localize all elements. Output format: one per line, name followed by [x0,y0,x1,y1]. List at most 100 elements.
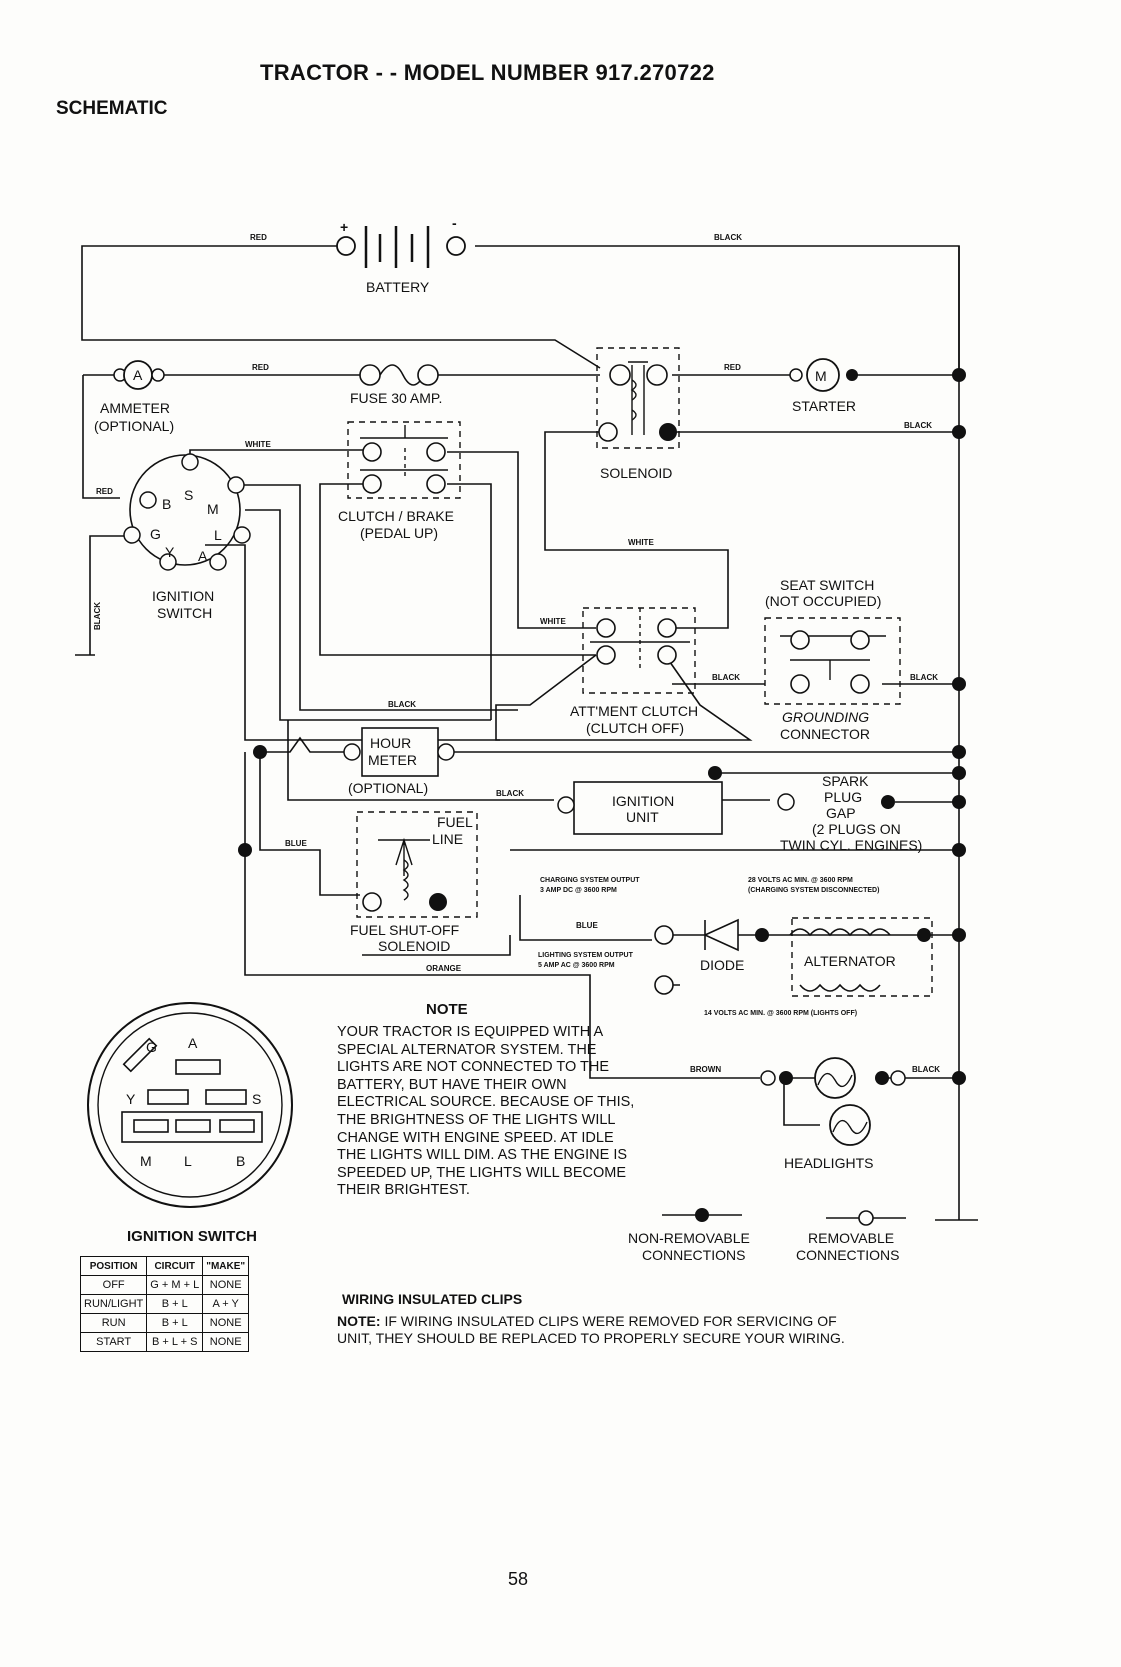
wire-headlight-lower [783,1078,820,1126]
wire-solenoid-white [544,431,729,629]
wire-label-black-attment: BLACK [712,673,740,682]
face-terminal-m: M [140,1153,152,1169]
volts28-label: 28 VOLTS AC MIN. @ 3600 RPM [748,877,853,884]
hour-meter-label-2: METER [368,752,417,768]
non-removable-label: NON-REMOVABLE [628,1230,750,1246]
table-cell: B + L [146,1313,204,1333]
face-terminal-y: Y [126,1091,136,1107]
starter: M STARTER [789,358,858,414]
ignition-switch-face: G A Y S M L B [87,1002,293,1208]
wire-label-black-m: BLACK [388,700,416,709]
volts14-label: 14 VOLTS AC MIN. @ 3600 RPM (LIGHTS OFF) [704,1010,857,1017]
table-row: START B + L + S NONE [79,1332,250,1352]
battery-symbol: + - BATTERY [336,215,466,295]
clutch-brake-sub: (PEDAL UP) [360,525,438,541]
wire-label-white-attment: WHITE [540,617,566,626]
ammeter: A AMMETER (OPTIONAL) [94,360,174,434]
fuel-solenoid-sub: SOLENOID [378,938,450,954]
face-terminal-a: A [188,1035,198,1051]
table-row: OFF G + M + L NONE [79,1275,250,1295]
wire-clutch-lower [447,483,492,720]
alternator: ALTERNATOR [789,917,933,997]
wire-clutch-attment [447,451,596,629]
headlights-label: HEADLIGHTS [784,1155,873,1171]
ignition-switch-label-2: SWITCH [157,605,212,621]
table-header: POSITION [79,1256,148,1276]
solenoid-label: SOLENOID [600,465,672,481]
wire-label-orange: ORANGE [426,964,462,973]
ignition-switch-table: POSITION CIRCUIT "MAKE" OFF G + M + L NO… [79,1256,250,1352]
wire-attment-loop [495,654,753,741]
terminal-b: B [162,496,171,512]
wire-label-black-solenoid: BLACK [904,421,932,430]
terminal-a: A [198,548,208,564]
fuel-shutoff-solenoid: FUEL LINE FUEL SHUT-OFF SOLENOID [350,811,478,954]
table-header: CIRCUIT [146,1256,204,1276]
wire-label-black-ground: BLACK [910,673,938,682]
spark-label-2: PLUG [824,789,862,805]
page-number: 58 [508,1569,529,1589]
terminal-g: G [150,526,161,542]
clips-note-label: NOTE: [337,1313,381,1329]
table-header: "MAKE" [202,1256,250,1276]
table-cell: START [79,1332,148,1352]
clips-heading: WIRING INSULATED CLIPS [342,1291,523,1307]
seat-switch-label: SEAT SWITCH [780,577,874,593]
wire-label-red-starter: RED [724,363,741,372]
spec-annotations: CHARGING SYSTEM OUTPUT 3 AMP DC @ 3600 R… [538,877,879,1017]
face-terminal-g: G [146,1039,157,1055]
wire-label-blue-fuel: BLUE [285,839,307,848]
attachment-clutch-switch: ATT'MENT CLUTCH (CLUTCH OFF) [570,607,698,736]
diode-label: DIODE [700,957,744,973]
ignition-switch-schematic: B S M G L Y A IGNITION SWITCH [123,453,251,621]
ignition-unit-label: IGNITION [612,793,674,809]
clutch-brake-switch: CLUTCH / BRAKE (PEDAL UP) [338,421,461,541]
ammeter-label: AMMETER [100,400,170,416]
clips-note: NOTE: IF WIRING INSULATED CLIPS WERE REM… [337,1313,857,1347]
spark-plug: SPARK PLUG GAP (2 PLUGS ON TWIN CYL. ENG… [777,773,922,853]
starter-label: STARTER [792,398,856,414]
grounding-label: GROUNDING [782,709,869,725]
volts28-sub: (CHARGING SYSTEM DISCONNECTED) [748,887,879,894]
attment-clutch-label: ATT'MENT CLUTCH [570,703,698,719]
wire-label-white-seat: WHITE [628,538,654,547]
ammeter-optional: (OPTIONAL) [94,418,174,434]
ammeter-symbol: A [133,367,143,383]
junction-dots [238,368,966,1085]
clips-note-text: IF WIRING INSULATED CLIPS WERE REMOVED F… [337,1313,845,1346]
wire-battery-negative [475,245,960,375]
terminal-l: L [214,527,222,543]
attment-clutch-sub: (CLUTCH OFF) [586,720,684,736]
wire-label-black-battery: BLACK [714,233,742,242]
ignition-switch-heading: IGNITION SWITCH [127,1228,257,1245]
fuel-solenoid-label: FUEL SHUT-OFF [350,922,459,938]
wires [75,245,978,1221]
page-title: TRACTOR - - MODEL NUMBER 917.270722 [260,60,715,85]
table-cell: RUN [79,1313,148,1333]
starter-symbol: M [815,368,827,384]
wire-label-blue-diode: BLUE [576,921,598,930]
removable-label: REMOVABLE [808,1230,894,1246]
charging-output-value: 3 AMP DC @ 3600 RPM [540,887,617,894]
section-heading: SCHEMATIC [56,98,168,119]
table-cell: OFF [79,1275,148,1295]
removable-label-2: CONNECTIONS [796,1247,899,1263]
wire-blue-fuel [259,752,360,896]
non-removable-label-2: CONNECTIONS [642,1247,745,1263]
terminal-m: M [207,501,219,517]
clutch-brake-label: CLUTCH / BRAKE [338,508,454,524]
wire-label-brown: BROWN [690,1065,721,1074]
grounding-sub: CONNECTOR [780,726,870,742]
wire-color-labels: RED BLACK RED RED BLACK WHITE RED WHITE … [93,233,940,1074]
charging-output-label: CHARGING SYSTEM OUTPUT [540,877,640,884]
spark-label-5: TWIN CYL. ENGINES) [780,837,922,853]
wire-label-black-ground-left: BLACK [93,602,102,630]
fuse: FUSE 30 AMP. [350,364,442,406]
seat-switch-sub: (NOT OCCUPIED) [765,593,881,609]
fuel-line-label-2: LINE [432,831,463,847]
headlights: HEADLIGHTS [760,1057,906,1171]
battery-label: BATTERY [366,279,430,295]
note-heading: NOTE [426,1001,468,1018]
spark-label-4: (2 PLUGS ON [812,821,901,837]
